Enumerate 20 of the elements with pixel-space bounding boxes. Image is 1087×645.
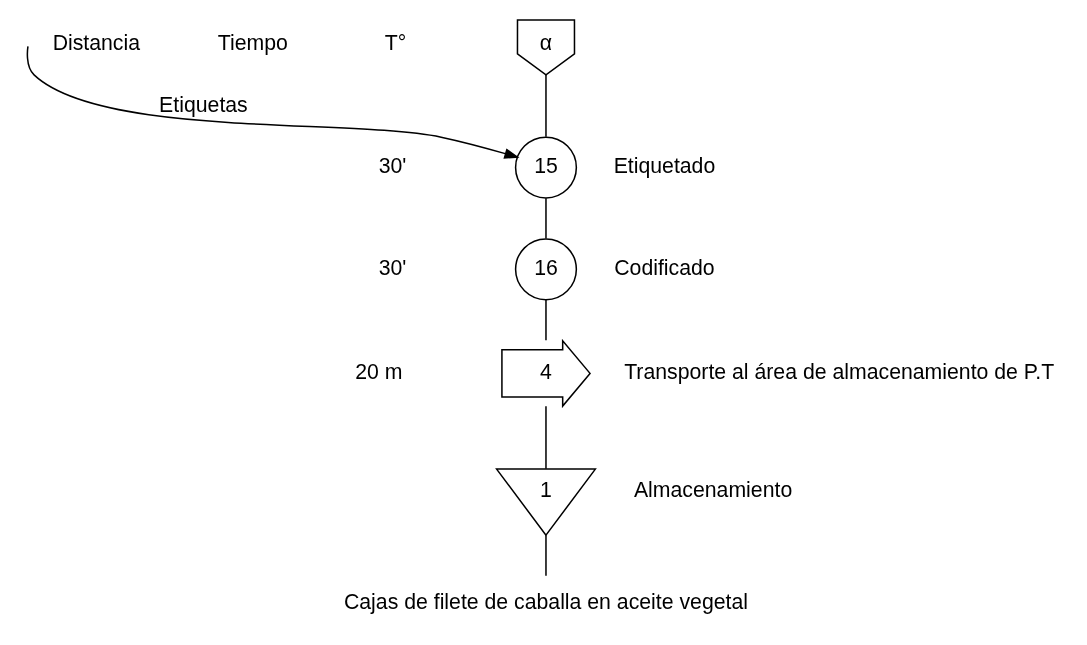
node-label: Transporte al área de almacenamiento de P.T — [623, 360, 1054, 385]
arrow — [26, 45, 519, 159]
connector — [544, 299, 547, 341]
node-label: Almacenamiento — [633, 477, 792, 502]
connector — [544, 534, 547, 577]
label: T° — [384, 31, 406, 56]
connector — [544, 74, 547, 138]
label: Distancia — [52, 31, 140, 56]
node-label: Etiquetado — [613, 154, 715, 179]
node-text: Cajas de filete de caballa en aceite vegetal — [343, 590, 748, 615]
label: Tiempo — [217, 31, 288, 56]
connector — [544, 197, 547, 240]
edge-label: Etiquetas — [158, 92, 248, 117]
node-circle: 16 — [514, 238, 577, 301]
label: 20 m — [354, 360, 403, 385]
node-label: Codificado — [613, 255, 715, 280]
node-circle: 15 — [514, 136, 577, 199]
label: 30' — [378, 255, 406, 280]
label: 30' — [378, 154, 406, 179]
connector — [544, 405, 547, 470]
